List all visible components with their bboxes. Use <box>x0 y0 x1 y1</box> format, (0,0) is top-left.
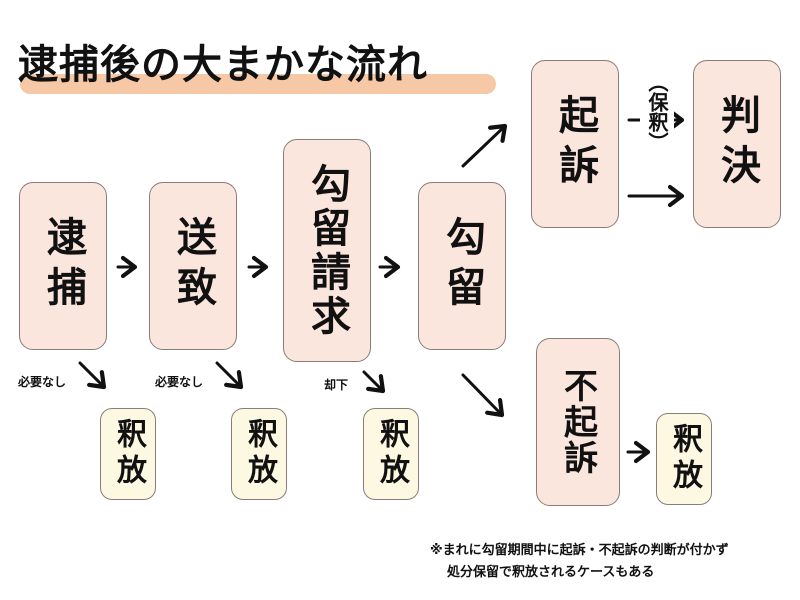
stage-label: 起訴 <box>552 94 598 194</box>
title-highlight <box>20 74 496 94</box>
arrow-detention-to-non-indictment <box>461 373 505 418</box>
release-after-request: 釈放 <box>363 408 419 500</box>
arrow-arrest-release <box>78 361 107 390</box>
stage-judgment: 判決 <box>693 60 781 228</box>
stage-detention-request: 勾留請求 <box>283 139 371 362</box>
release-after-referral: 釈放 <box>231 408 287 500</box>
release-label: 釈放 <box>111 418 146 490</box>
arrow-referral-release <box>215 361 244 390</box>
release-after-arrest: 釈放 <box>100 408 156 500</box>
bail-label: （保釈） <box>640 72 674 152</box>
page-title: 逮捕後の大まかな流れ <box>18 42 428 88</box>
stage-label: 送致 <box>170 216 216 316</box>
stage-indictment: 起訴 <box>531 60 619 228</box>
footnote-line-1: ※まれに勾留期間中に起訴・不起訴の判断が付かず <box>430 543 729 558</box>
arrow-detention-to-indictment <box>461 123 508 168</box>
stage-non-indictment: 不起訴 <box>536 338 620 506</box>
release-label: 釈放 <box>667 423 702 495</box>
footnote-line-2: 処分保留で釈放されるケースもある <box>447 565 655 580</box>
stage-label: 勾留請求 <box>304 162 350 339</box>
stage-label: 勾留 <box>439 216 485 316</box>
footnote: ※まれに勾留期間中に起訴・不起訴の判断が付かず 処分保留で釈放されるケースもある <box>430 540 729 584</box>
stage-label: 不起訴 <box>557 368 598 476</box>
release-label: 釈放 <box>374 418 409 490</box>
stage-label: 逮捕 <box>40 216 86 316</box>
release-after-non-indictment: 釈放 <box>656 413 712 505</box>
stage-arrest: 逮捕 <box>19 182 107 350</box>
arrow-request-release <box>362 370 386 394</box>
stage-detention: 勾留 <box>418 182 506 350</box>
branch-label-request: 却下 <box>324 378 349 392</box>
stage-referral: 送致 <box>149 182 237 350</box>
stage-label: 判決 <box>714 94 760 194</box>
release-label: 釈放 <box>242 418 277 490</box>
branch-label-referral: 必要なし <box>155 375 204 389</box>
branch-label-arrest: 必要なし <box>18 375 67 389</box>
